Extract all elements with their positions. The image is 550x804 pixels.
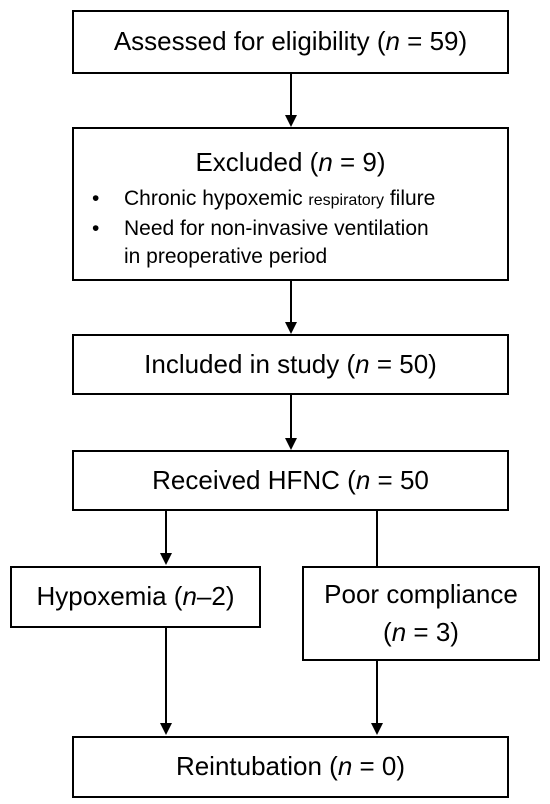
received-label: Received HFNC (n = 50 bbox=[152, 464, 429, 495]
assessed-box: Assessed for eligibility (n = 59) bbox=[72, 10, 509, 74]
hypoxemia-box: Hypoxemia (n–2) bbox=[10, 566, 261, 628]
excluded-title: Excluded (n = 9) bbox=[195, 147, 386, 177]
reintubation-label: Reintubation (n = 0) bbox=[175, 751, 406, 782]
exclusion-reasons: • Chronic hypoxemic respiratory filure •… bbox=[92, 185, 435, 271]
received-box: Received HFNC (n = 50 bbox=[72, 450, 509, 511]
included-box: Included in study (n = 50) bbox=[72, 334, 509, 395]
exclusion-reason-2: • Need for non-invasive ventilation bbox=[92, 217, 429, 240]
assessed-label: Assessed for eligibility (n = 59) bbox=[113, 26, 468, 57]
reintubation-box: Reintubation (n = 0) bbox=[72, 736, 509, 798]
exclusion-reason-1: • Chronic hypoxemic respiratory filure bbox=[92, 187, 436, 210]
poor-compliance-box: Poor compliance (n = 3) bbox=[302, 566, 540, 661]
hypoxemia-label: Hypoxemia (n–2) bbox=[36, 581, 235, 612]
excluded-box: Excluded (n = 9) • Chronic hypoxemic res… bbox=[72, 127, 509, 281]
poor-compliance-line2: (n = 3) bbox=[383, 616, 459, 647]
exclusion-reason-2-cont: in preoperative period bbox=[124, 245, 328, 268]
included-label: Included in study (n = 50) bbox=[144, 348, 437, 379]
poor-compliance-line1: Poor compliance bbox=[324, 579, 518, 610]
